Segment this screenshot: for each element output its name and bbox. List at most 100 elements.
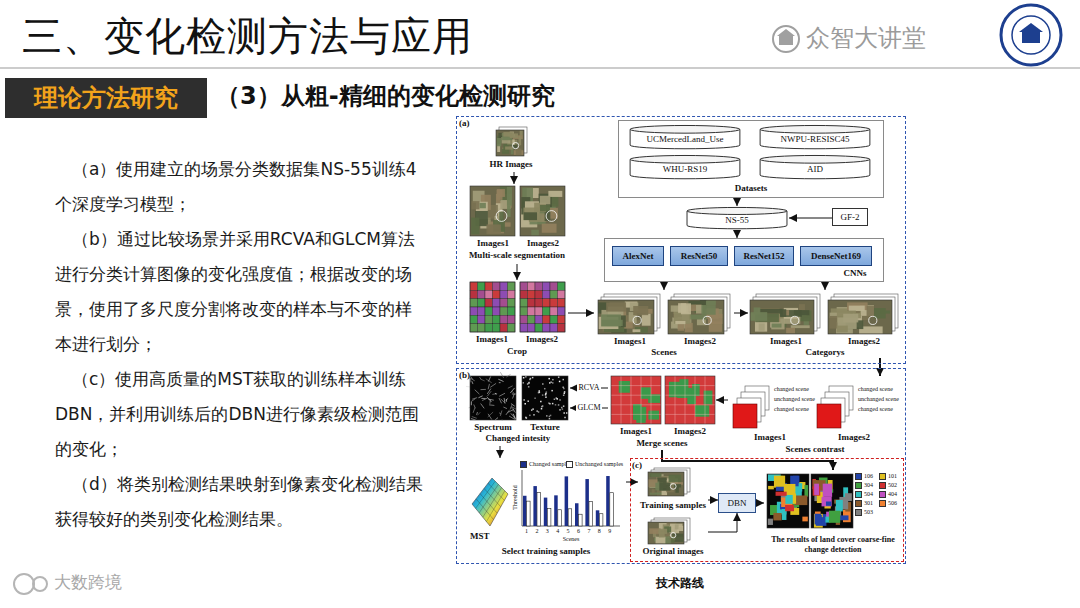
image-panel: Original images: [638, 516, 708, 558]
flow-arrow: [664, 282, 665, 290]
legend-text: 304: [864, 482, 873, 489]
image-panel: SpectrumTextureChanged intesity: [466, 374, 570, 446]
image-panel: Images1Images2Crop: [466, 280, 568, 358]
node-label: Images1: [468, 334, 516, 345]
node-label: CNNs: [830, 268, 880, 279]
node-label: DBN: [727, 498, 746, 509]
segmented-image: [520, 282, 565, 332]
node-label: (b): [459, 370, 483, 381]
result-map: [767, 474, 809, 528]
chart-panel: MST Select training samples: [466, 458, 626, 560]
segmented-image: [470, 282, 515, 332]
legend-text: Unchanged samples: [575, 461, 623, 468]
satellite-image: [750, 300, 814, 334]
node-label: (a): [459, 118, 483, 129]
flow-arrow: [708, 500, 718, 501]
satellite-image: [520, 186, 565, 236]
node-label: Merge scenes: [608, 438, 716, 449]
changed-scene-tile: [817, 404, 841, 428]
image-panel: HR Images: [480, 124, 542, 172]
mst-surface: [472, 478, 508, 526]
sheet-label: changed scene: [858, 386, 893, 393]
node-label: MST: [470, 531, 500, 542]
dataset-cylinder: UCMercedLand_Use: [628, 124, 742, 150]
flow-arrow: [500, 446, 501, 458]
model-box: ResNet50: [670, 246, 728, 266]
flow-arrow: [514, 172, 515, 184]
image-panel: Images1Images2Merge scenes: [608, 374, 716, 450]
tick-label: 5: [564, 528, 572, 535]
satellite-image: [668, 300, 724, 334]
edge-label: GLCM: [576, 403, 601, 413]
university-seal: [1001, 5, 1061, 65]
section-tag: 理论方法研究: [5, 78, 207, 118]
node-label: Images2: [664, 426, 716, 437]
flow-arrow: [568, 313, 594, 314]
legend-swatch: [855, 473, 862, 480]
tick-label: 4: [554, 528, 562, 535]
legend-item: 503: [855, 509, 873, 516]
legend-item: 304: [855, 482, 873, 489]
node-label: Select training samples: [466, 546, 626, 557]
title-rule: [0, 67, 1080, 68]
flow-arrow: [789, 218, 832, 219]
legend-item: Changed samples: [520, 461, 571, 468]
tick-label: 6: [575, 528, 583, 535]
body-paragraph: （c）使用高质量的MST获取的训练样本训练DBN，并利用训练后的DBN进行像素级…: [55, 362, 427, 467]
node-label: UCMercedLand_Use: [647, 134, 724, 145]
legend-swatch: [879, 482, 886, 489]
legend-text: 502: [888, 482, 897, 489]
legend-item: 301: [855, 500, 873, 507]
flow-arrow: [737, 230, 738, 238]
brand-name: 众智大讲堂: [806, 24, 926, 53]
legend-swatch: [855, 482, 862, 489]
node-label: (c): [632, 460, 654, 471]
dataset-cylinder: NS-55: [685, 206, 789, 230]
node-label: Images1: [610, 426, 662, 437]
tick-label: 9: [606, 528, 614, 535]
legend-text: 506: [888, 500, 897, 507]
dataset-cylinder: NWPU-RESISC45: [758, 124, 872, 150]
tick-label: 3: [543, 528, 551, 535]
satellite-image: [648, 522, 684, 544]
result-map: [811, 474, 853, 528]
legend-text: 101: [888, 473, 897, 480]
node-label: DenseNet169: [811, 251, 861, 262]
legend-text: 106: [864, 473, 873, 480]
node-label: NS-55: [725, 215, 749, 226]
legend-swatch: [566, 461, 573, 468]
tick-label: 2: [533, 528, 541, 535]
legend-text: 301: [864, 500, 873, 507]
node-label: Crop: [466, 346, 568, 357]
texture-image: [522, 376, 568, 420]
node-label: Changed intesity: [466, 433, 570, 444]
text-column: （a）使用建立的场景分类数据集NS-55训练4个深度学习模型；（b）通过比较场景…: [55, 152, 427, 537]
dataset-cylinder: WHU-RS19: [628, 154, 742, 180]
node-label: Images2: [518, 238, 568, 249]
spectrum-image: [466, 372, 516, 420]
flow-arrow: [708, 513, 737, 532]
sheet-label: unchanged scene: [858, 396, 899, 403]
flow-arrow: [626, 482, 638, 483]
model-box: ResNet152: [734, 246, 794, 266]
legend-item: Unchanged samples: [566, 461, 623, 468]
node-label: Spectrum: [468, 422, 518, 433]
tick-label: 1: [523, 528, 531, 535]
satellite-image: [828, 300, 892, 334]
body-paragraph: （d）将类别检测结果映射到像素变化检测结果获得较好的类别变化检测结果。: [55, 467, 427, 537]
axis-title: Threshold: [512, 481, 519, 515]
node-label: ResNet152: [744, 251, 785, 262]
node-label: Images1: [750, 336, 822, 347]
body-paragraph: （b）通过比较场景并采用RCVA和GLCM算法进行分类计算图像的变化强度值；根据…: [55, 222, 427, 362]
node-label: AlexNet: [623, 251, 654, 262]
image-panel: Images1Images2Scenes: [594, 290, 734, 358]
legend-item: 502: [879, 482, 897, 489]
node-label: Texture: [520, 422, 570, 433]
node-label: Images1: [598, 336, 662, 347]
sheet-label: changed scene: [774, 386, 809, 393]
node-label: Datasets: [618, 183, 884, 194]
slide-title: 三、变化检测方法与应用: [22, 12, 473, 60]
node-label: Images2: [518, 334, 566, 345]
flow-arrow: [517, 264, 518, 280]
node-label: Categorys: [748, 347, 902, 358]
